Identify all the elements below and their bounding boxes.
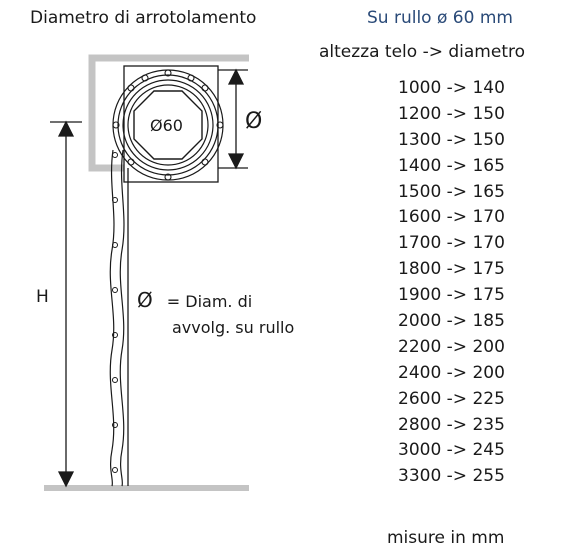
legend-line2: avvolg. su rullo	[172, 318, 295, 337]
diameter-dimension	[218, 68, 248, 170]
curtain-slat-hooks	[112, 152, 118, 473]
table-row: 1200 -> 150	[398, 103, 505, 124]
table-row: 2800 -> 235	[398, 414, 505, 435]
slat-hooks	[112, 69, 224, 181]
table-row: 1300 -> 150	[398, 129, 505, 150]
table-row: 1500 -> 165	[398, 181, 505, 202]
table-row: 3000 -> 245	[398, 440, 505, 461]
housing-frame	[88, 54, 249, 172]
legend-symbol: Ø	[137, 288, 153, 312]
table-row: 1000 -> 140	[398, 78, 505, 98]
diameter-legend: Ø = Diam. di avvolg. su rullo	[137, 287, 294, 341]
height-label: H	[36, 287, 49, 307]
diameter-table: 1000 -> 140 1200 -> 150 1300 -> 150 1400…	[398, 76, 505, 490]
table-subtitle: altezza telo -> diametro	[319, 42, 526, 62]
table-row: 1900 -> 175	[398, 285, 505, 306]
table-row: 1400 -> 165	[398, 155, 505, 176]
table-row: 2400 -> 200	[398, 362, 505, 383]
hanging-curtain	[109, 149, 125, 487]
height-dimension	[50, 120, 82, 488]
table-row: 2600 -> 225	[398, 388, 505, 409]
title-right: Su rullo ø 60 mm	[367, 8, 513, 28]
table-row: 2200 -> 200	[398, 336, 505, 357]
table-row: 1700 -> 170	[398, 233, 505, 254]
table-row: 3300 -> 255	[398, 466, 505, 487]
table-row: 2000 -> 185	[398, 311, 505, 332]
title-left: Diametro di arrotolamento	[30, 8, 257, 28]
legend-line1: = Diam. di	[166, 292, 253, 311]
roller-label: Ø60	[150, 116, 183, 135]
table-row: 1600 -> 170	[398, 207, 505, 228]
diameter-symbol: Ø	[245, 109, 262, 134]
roller-octagon	[133, 90, 203, 160]
units-note: misure in mm	[387, 528, 505, 548]
table-row: 1800 -> 175	[398, 259, 505, 280]
